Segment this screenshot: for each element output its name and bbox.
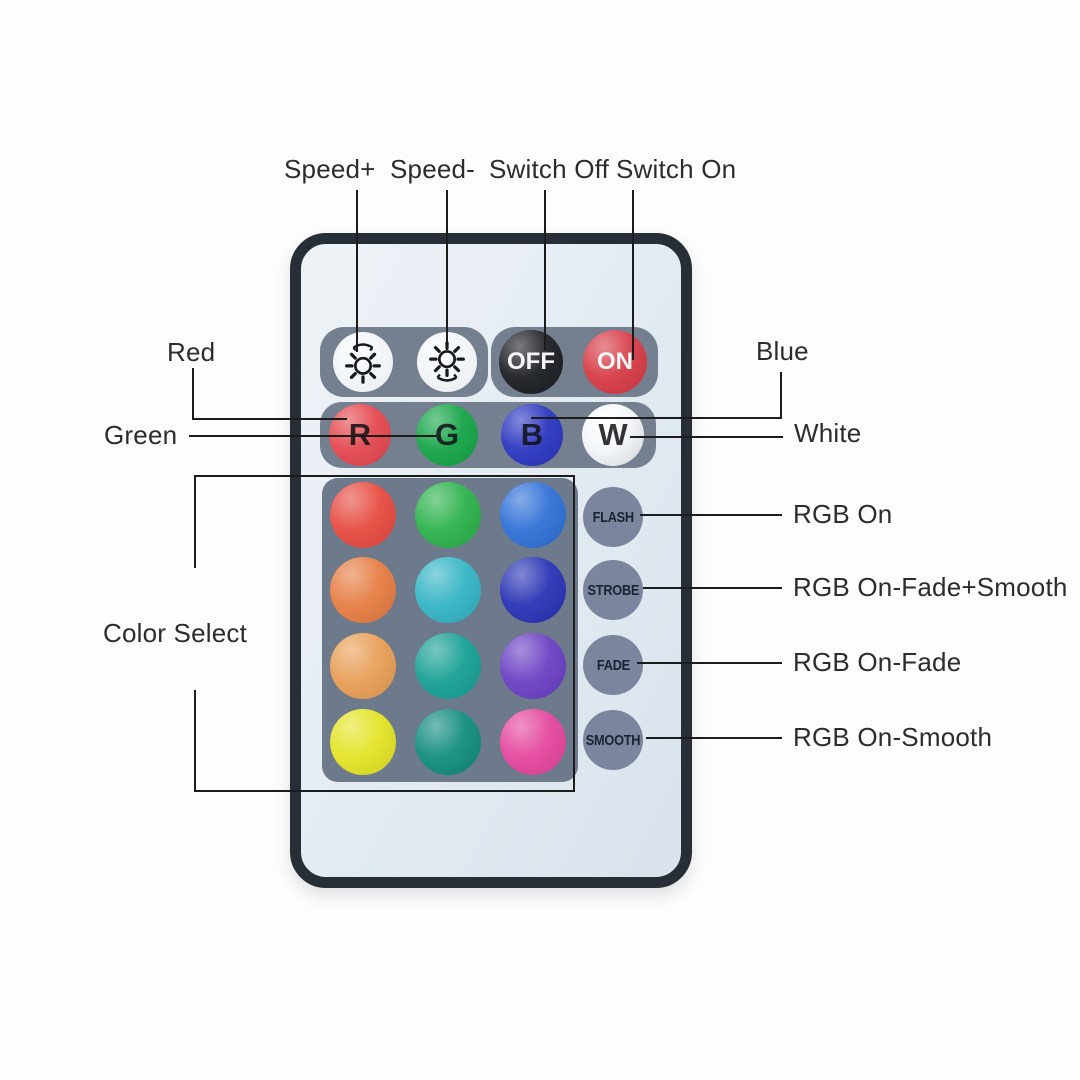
color-button — [330, 557, 396, 623]
b-button: B — [501, 404, 563, 466]
label-switch-on: Switch On — [616, 154, 737, 184]
label-red: Red — [167, 337, 216, 367]
off-button: OFF — [499, 330, 563, 394]
strobe-button-label: STROBE — [587, 581, 639, 599]
flash-callout-line — [640, 514, 782, 516]
smooth-button-label: SMOOTH — [585, 731, 641, 749]
speed-minus-callout-line — [446, 190, 448, 350]
g-button-label: G — [434, 417, 460, 452]
red-callout-line — [192, 418, 347, 420]
color-button — [415, 633, 481, 699]
off-button-label: OFF — [507, 348, 555, 375]
label-color-select: Color Select — [103, 618, 248, 648]
red-callout-line — [192, 368, 194, 420]
label-rgb-on-fade: RGB On-Fade — [793, 647, 962, 677]
on-button: ON — [583, 330, 647, 394]
brightness-up-button — [333, 332, 393, 392]
blue-callout-line — [531, 417, 782, 419]
smooth-button: SMOOTH — [583, 710, 643, 770]
color-button — [500, 557, 566, 623]
color-button — [500, 482, 566, 548]
fade-button-label: FADE — [596, 656, 630, 674]
flash-button: FLASH — [583, 487, 643, 547]
w-button-label: W — [598, 417, 628, 452]
color-button — [415, 482, 481, 548]
label-switch-off: Switch Off — [489, 154, 610, 184]
smooth-callout-line — [646, 737, 782, 739]
label-green: Green — [104, 420, 178, 450]
label-speed-plus: Speed+ — [284, 154, 376, 184]
label-rgb-on: RGB On — [793, 499, 893, 529]
strobe-callout-line — [643, 587, 782, 589]
color-button — [330, 482, 396, 548]
switch-on-callout-line — [632, 190, 634, 360]
green-callout-line — [189, 435, 437, 437]
color-button — [415, 709, 481, 775]
strobe-button: STROBE — [583, 560, 643, 620]
label-white: White — [794, 418, 862, 448]
color-select-bracket-top — [194, 475, 575, 477]
flash-button-label: FLASH — [592, 508, 634, 526]
color-button — [330, 709, 396, 775]
b-button-label: B — [520, 417, 544, 452]
color-select-bracket-left — [194, 475, 196, 568]
label-blue: Blue — [756, 336, 809, 366]
w-button: W — [582, 404, 644, 466]
color-button — [415, 557, 481, 623]
r-button-label: R — [348, 417, 372, 452]
color-select-bracket-bottom — [194, 790, 575, 792]
fade-button: FADE — [583, 635, 643, 695]
switch-off-callout-line — [544, 190, 546, 350]
on-button-label: ON — [597, 348, 633, 375]
speed-plus-callout-line — [356, 190, 358, 352]
blue-callout-line — [780, 372, 782, 419]
label-rgb-on-smooth: RGB On-Smooth — [793, 722, 993, 752]
brightness-up-icon — [340, 339, 386, 385]
color-button — [330, 633, 396, 699]
color-select-bracket-left — [194, 690, 196, 792]
fade-callout-line — [637, 662, 782, 664]
color-button — [500, 709, 566, 775]
color-select-bracket-right — [573, 475, 575, 792]
color-button — [500, 633, 566, 699]
label-rgb-on-fade-smooth: RGB On-Fade+Smooth — [793, 572, 1068, 602]
label-speed-minus: Speed- — [390, 154, 476, 184]
white-callout-line — [630, 436, 783, 438]
